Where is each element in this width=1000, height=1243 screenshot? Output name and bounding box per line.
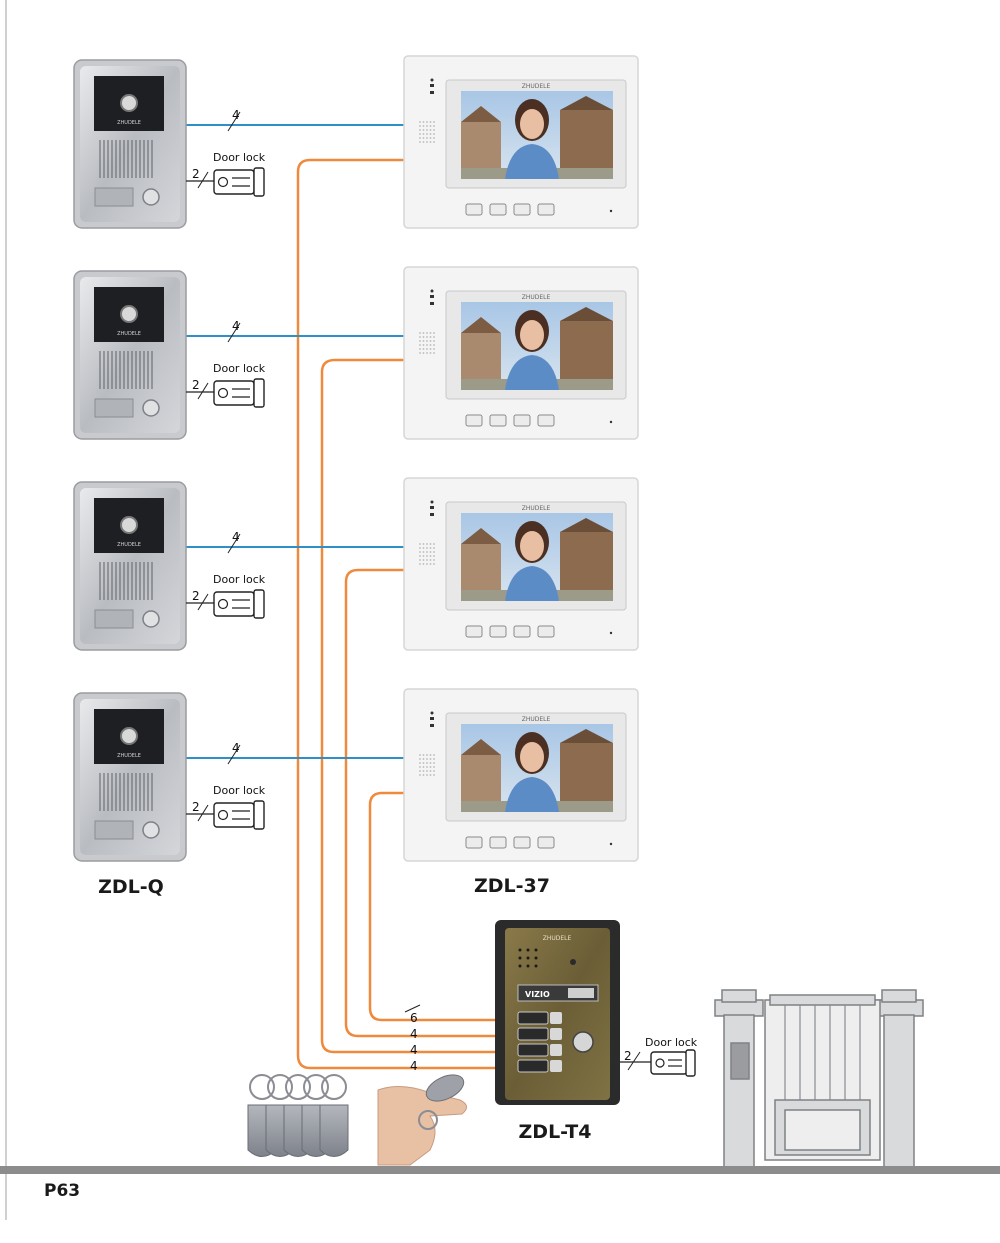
monitor-button: [489, 625, 507, 638]
outdoor-unit-model-label: ZDL-Q: [98, 876, 164, 898]
indoor-monitor: ZHUDELE: [403, 688, 639, 862]
door-station-brand: ZHUDELE: [117, 120, 141, 126]
door-lock: [213, 167, 265, 197]
monitor-brand: ZHUDELE: [522, 294, 551, 301]
main-panel-model-label: ZDL-T4: [519, 1121, 592, 1143]
monitor-model-label: ZDL-37: [474, 875, 550, 897]
page-number: P63: [44, 1181, 80, 1201]
wire-count-6: 6: [410, 1011, 418, 1025]
door-station-brand: ZHUDELE: [117, 753, 141, 759]
outdoor-door-station: ZHUDELE: [73, 59, 187, 229]
monitor-button: [465, 625, 483, 638]
door-lock: [213, 378, 265, 408]
door-station-brand: ZHUDELE: [117, 331, 141, 337]
indoor-monitor: ZHUDELE: [403, 55, 639, 229]
monitor-button: [489, 836, 507, 849]
wire-count-4: 4: [232, 741, 240, 755]
monitor-button: [513, 625, 531, 638]
monitor-button: [537, 203, 555, 216]
panel-wire-counts: 6 4 4 4: [404, 1004, 421, 1073]
monitor-brand: ZHUDELE: [522, 83, 551, 90]
door-lock-label: Door lock: [213, 573, 266, 586]
monitor-button: [513, 414, 531, 427]
door-lock: [213, 800, 265, 830]
call-button: [142, 399, 160, 417]
orange-wiring: [296, 158, 505, 1070]
panel-camera: [572, 1031, 594, 1053]
outdoor-door-station: ZHUDELE: [73, 481, 187, 651]
wire-count-4c: 4: [410, 1059, 418, 1073]
rfid-keyfob-tags: [247, 1074, 349, 1157]
panel-sign: VIZIO: [525, 990, 550, 999]
lock-wire-count: 2: [192, 589, 200, 603]
monitor-button: [465, 836, 483, 849]
wire-count-4: 4: [232, 319, 240, 333]
call-button: [142, 188, 160, 206]
indoor-monitor: ZHUDELE: [403, 266, 639, 440]
monitor-button: [537, 625, 555, 638]
monitor-brand: ZHUDELE: [522, 716, 551, 723]
wire-count-4a: 4: [410, 1027, 418, 1041]
door-lock-label: Door lock: [213, 362, 266, 375]
monitor-button: [465, 414, 483, 427]
call-button: [142, 821, 160, 839]
main-entrance-panel: ZHUDELE VIZIO: [495, 920, 620, 1105]
lock-wire-count: 2: [192, 167, 200, 181]
ground-line: [0, 1166, 1000, 1174]
panel-call-buttons: [517, 1011, 562, 1073]
monitor-button: [513, 203, 531, 216]
monitor-button: [513, 836, 531, 849]
monitor-button: [489, 414, 507, 427]
monitor-button: [537, 414, 555, 427]
wire-count-4: 4: [232, 108, 240, 122]
monitor-button: [489, 203, 507, 216]
panel-lock-wire-count: 2: [624, 1049, 632, 1063]
panel-brand: ZHUDELE: [543, 935, 572, 942]
monitor-button: [465, 203, 483, 216]
lock-wire-count: 2: [192, 800, 200, 814]
gate-illustration: [714, 989, 924, 1168]
wire-count-4: 4: [232, 530, 240, 544]
door-lock-label: Door lock: [213, 151, 266, 164]
camera-lens: [120, 94, 138, 112]
outdoor-door-station: ZHUDELE: [73, 270, 187, 440]
door-lock-label: Door lock: [213, 784, 266, 797]
monitor-brand: ZHUDELE: [522, 505, 551, 512]
camera-lens: [120, 727, 138, 745]
lock-wire-count: 2: [192, 378, 200, 392]
door-lock: [213, 589, 265, 619]
camera-lens: [120, 516, 138, 534]
door-station-brand: ZHUDELE: [117, 542, 141, 548]
wire-count-4b: 4: [410, 1043, 418, 1057]
outdoor-door-station: ZHUDELE: [73, 692, 187, 862]
call-button: [142, 610, 160, 628]
hand-with-keyfob: [377, 1074, 467, 1166]
monitor-button: [537, 836, 555, 849]
camera-lens: [120, 305, 138, 323]
panel-door-lock-label: Door lock: [645, 1036, 698, 1049]
indoor-monitor: ZHUDELE: [403, 477, 639, 651]
panel-door-lock: 2 Door lock: [620, 1036, 698, 1077]
